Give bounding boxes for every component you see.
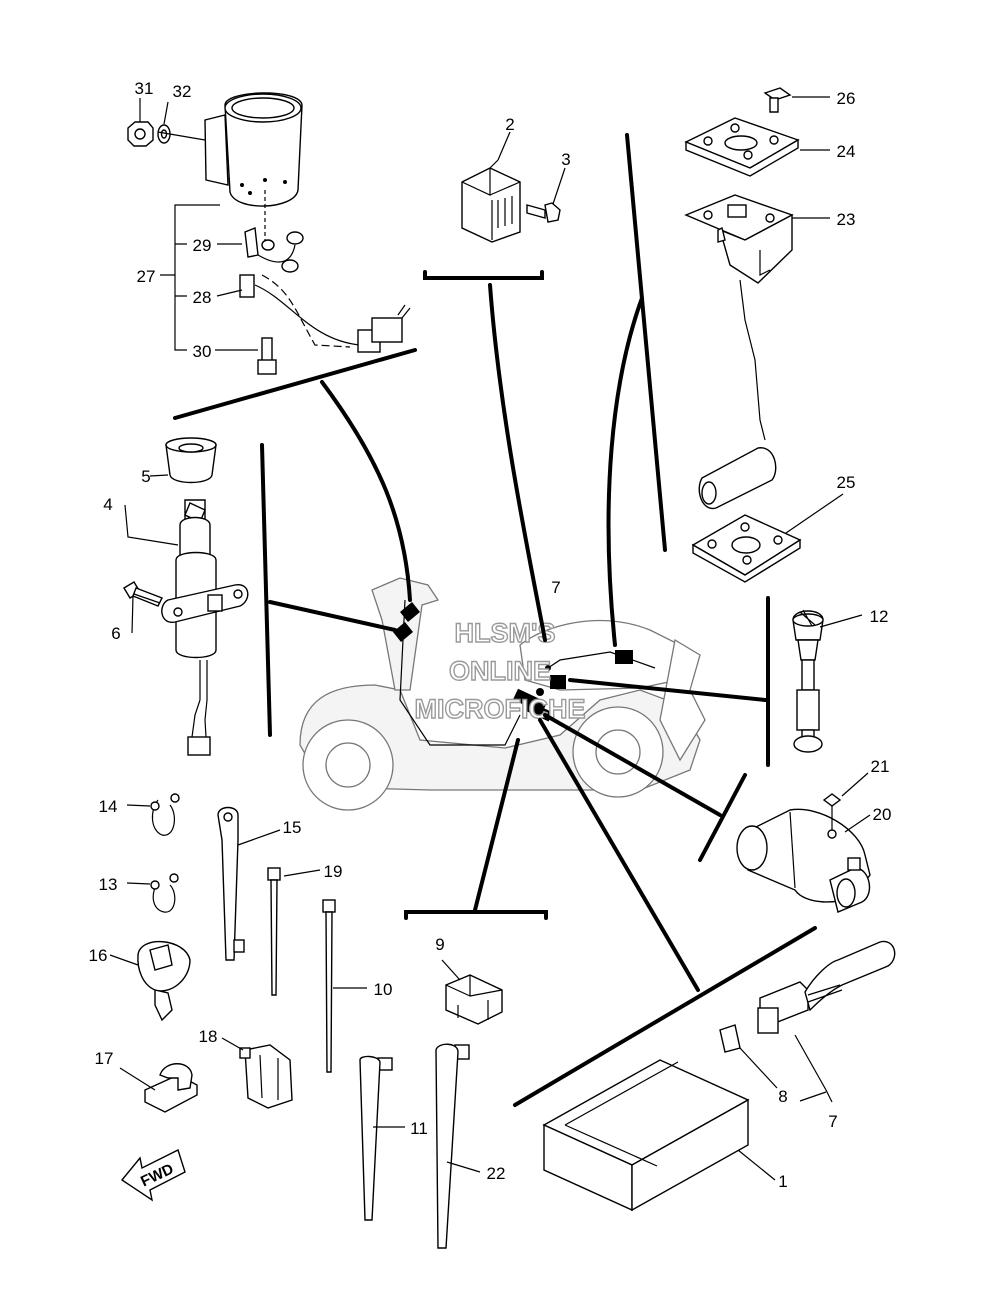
watermark-line-3: MICROFICHE <box>415 694 586 724</box>
callout-14: 14 <box>99 797 118 816</box>
callout-7a: 7 <box>551 578 560 597</box>
callout-29: 29 <box>193 236 212 255</box>
band-10 <box>322 899 367 1073</box>
part-13-14-clamps <box>126 793 180 913</box>
watermark-line-1: HLSM'S <box>455 618 556 648</box>
group-brackets <box>173 133 817 1107</box>
part-17-clamp <box>119 1063 198 1113</box>
callout-4: 4 <box>103 495 112 514</box>
part-27-gauge-assembly <box>127 92 411 375</box>
callout-7b: 7 <box>828 1112 837 1131</box>
callout-10: 10 <box>374 980 393 999</box>
part-8-terminal <box>719 1024 778 1089</box>
callout-16: 16 <box>89 946 108 965</box>
callout-18: 18 <box>199 1027 218 1046</box>
callout-19: 19 <box>324 862 343 881</box>
callout-28: 28 <box>193 288 212 307</box>
callout-17: 17 <box>95 1049 114 1068</box>
callout-13: 13 <box>99 875 118 894</box>
scooter-silhouette <box>299 577 706 811</box>
band-19 <box>267 867 321 996</box>
callout-3: 3 <box>561 150 570 169</box>
part-7-coupler <box>757 940 896 1103</box>
callout-24: 24 <box>837 142 856 161</box>
callout-8: 8 <box>778 1087 787 1106</box>
callout-5: 5 <box>141 467 150 486</box>
callout-9: 9 <box>435 935 444 954</box>
callout-23: 23 <box>837 210 856 229</box>
callout-6: 6 <box>111 624 120 643</box>
callout-21: 21 <box>871 757 890 776</box>
callout-25: 25 <box>837 473 856 492</box>
part-23-fuel-sender <box>684 87 844 583</box>
callout-27: 27 <box>137 267 156 286</box>
band-11 <box>359 1055 405 1221</box>
part-20-unit <box>736 772 871 913</box>
callout-11: 11 <box>410 1119 428 1138</box>
part-2-relay <box>461 131 566 243</box>
callout-15: 15 <box>283 818 302 837</box>
part-15-stay <box>217 806 281 961</box>
callout-12: 12 <box>870 607 889 626</box>
callout-1: 1 <box>778 1172 787 1191</box>
part-9-relay <box>441 959 503 1025</box>
part-1-ecu <box>542 1059 776 1212</box>
callout-2: 2 <box>505 115 514 134</box>
band-22 <box>435 1043 481 1249</box>
callout-30: 30 <box>193 342 212 361</box>
callout-26: 26 <box>837 89 856 108</box>
watermark: HLSM'S ONLINE MICROFICHE <box>414 617 586 724</box>
callout-31: 31 <box>135 79 154 98</box>
part-18-holder <box>221 1037 293 1109</box>
callout-22: 22 <box>487 1164 506 1183</box>
fwd-arrow: FWD <box>120 1149 186 1202</box>
part-4-main-switch <box>123 437 249 756</box>
callout-32: 32 <box>173 82 192 101</box>
callout-labels: 1 2 3 4 5 6 7 7 8 9 10 11 12 13 14 15 16… <box>89 79 892 1191</box>
callout-20: 20 <box>873 805 892 824</box>
part-16-holder <box>109 941 191 1022</box>
watermark-line-2: ONLINE <box>449 656 551 686</box>
part-12-sensor <box>792 609 863 753</box>
